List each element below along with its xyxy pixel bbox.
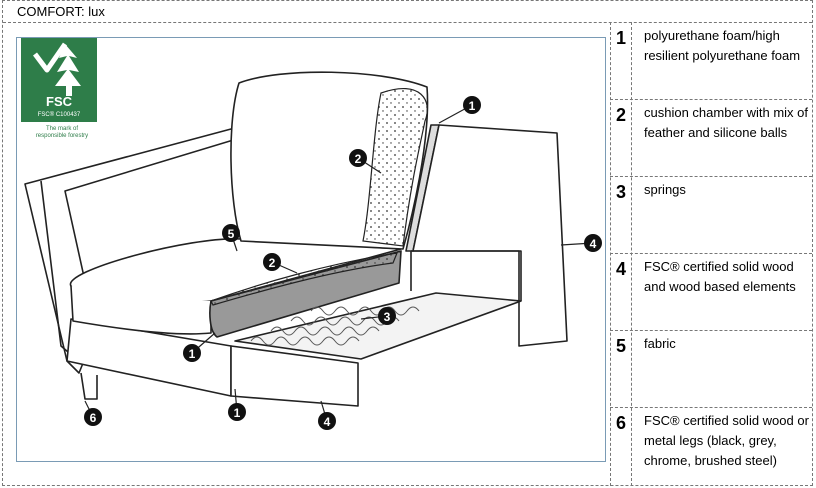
svg-text:1: 1 <box>189 347 196 361</box>
tree-checkmark-icon: FSC FSC® C100437 <box>33 42 81 118</box>
sofa-cutaway-illustration: FSC FSC® C100437 The mark of responsible… <box>16 37 606 462</box>
page-title: COMFORT: lux <box>17 4 105 19</box>
legend-row: 6 FSC® certified solid wood or metal leg… <box>610 407 812 485</box>
fsc-logo-code: FSC® C100437 <box>38 111 81 118</box>
svg-text:4: 4 <box>324 415 331 429</box>
legend-text: FSC® certified solid wood or metal legs … <box>644 413 809 468</box>
legend-number: 3 <box>616 182 627 202</box>
header-bar: COMFORT: lux <box>3 1 812 23</box>
legend-text: springs <box>644 182 686 197</box>
svg-text:3: 3 <box>384 310 391 324</box>
legend-number-divider <box>631 22 632 486</box>
callout-marker: 5 <box>222 224 240 242</box>
callout-marker: 4 <box>318 412 336 430</box>
legend-number: 5 <box>616 336 627 356</box>
svg-text:5: 5 <box>228 227 235 241</box>
legend-text: polyurethane foam/high resilient polyure… <box>644 28 801 63</box>
svg-text:1: 1 <box>234 406 241 420</box>
callout-marker: 1 <box>183 344 201 362</box>
svg-text:2: 2 <box>355 152 362 166</box>
svg-text:6: 6 <box>90 411 97 425</box>
legend-number: 4 <box>616 259 627 279</box>
sofa-drawing: 1 2 5 2 1 3 1 4 6 4 <box>24 71 602 430</box>
legend-row: 4 FSC® certified solid wood and wood bas… <box>610 253 812 331</box>
fsc-tagline: The mark of responsible forestry <box>35 126 89 139</box>
svg-text:2: 2 <box>269 256 276 270</box>
legend-number: 6 <box>616 413 627 433</box>
fsc-logo: FSC FSC® C100437 <box>21 38 97 122</box>
legend-text: FSC® certified solid wood and wood based… <box>644 259 796 294</box>
callout-marker: 1 <box>228 403 246 421</box>
legend-row: 3 springs <box>610 176 812 254</box>
callout-marker: 3 <box>378 307 396 325</box>
legend-number: 2 <box>616 105 627 125</box>
legend-row: 1 polyurethane foam/high resilient polyu… <box>610 22 812 100</box>
callout-marker: 4 <box>584 234 602 252</box>
svg-text:4: 4 <box>590 237 597 251</box>
legend-text: cushion chamber with mix of feather and … <box>644 105 809 140</box>
fsc-logo-brand: FSC <box>46 94 73 109</box>
legend-number: 1 <box>616 28 627 48</box>
callout-marker: 2 <box>263 253 281 271</box>
callout-marker: 6 <box>84 408 102 426</box>
svg-text:1: 1 <box>469 99 476 113</box>
callout-markers: 1 2 5 2 1 3 1 4 6 4 <box>84 96 602 430</box>
legend-left-divider <box>610 22 611 486</box>
legend-row: 5 fabric <box>610 330 812 408</box>
callout-marker: 2 <box>349 149 367 167</box>
callout-marker: 1 <box>463 96 481 114</box>
legend-text: fabric <box>644 336 676 351</box>
legend-row: 2 cushion chamber with mix of feather an… <box>610 99 812 177</box>
